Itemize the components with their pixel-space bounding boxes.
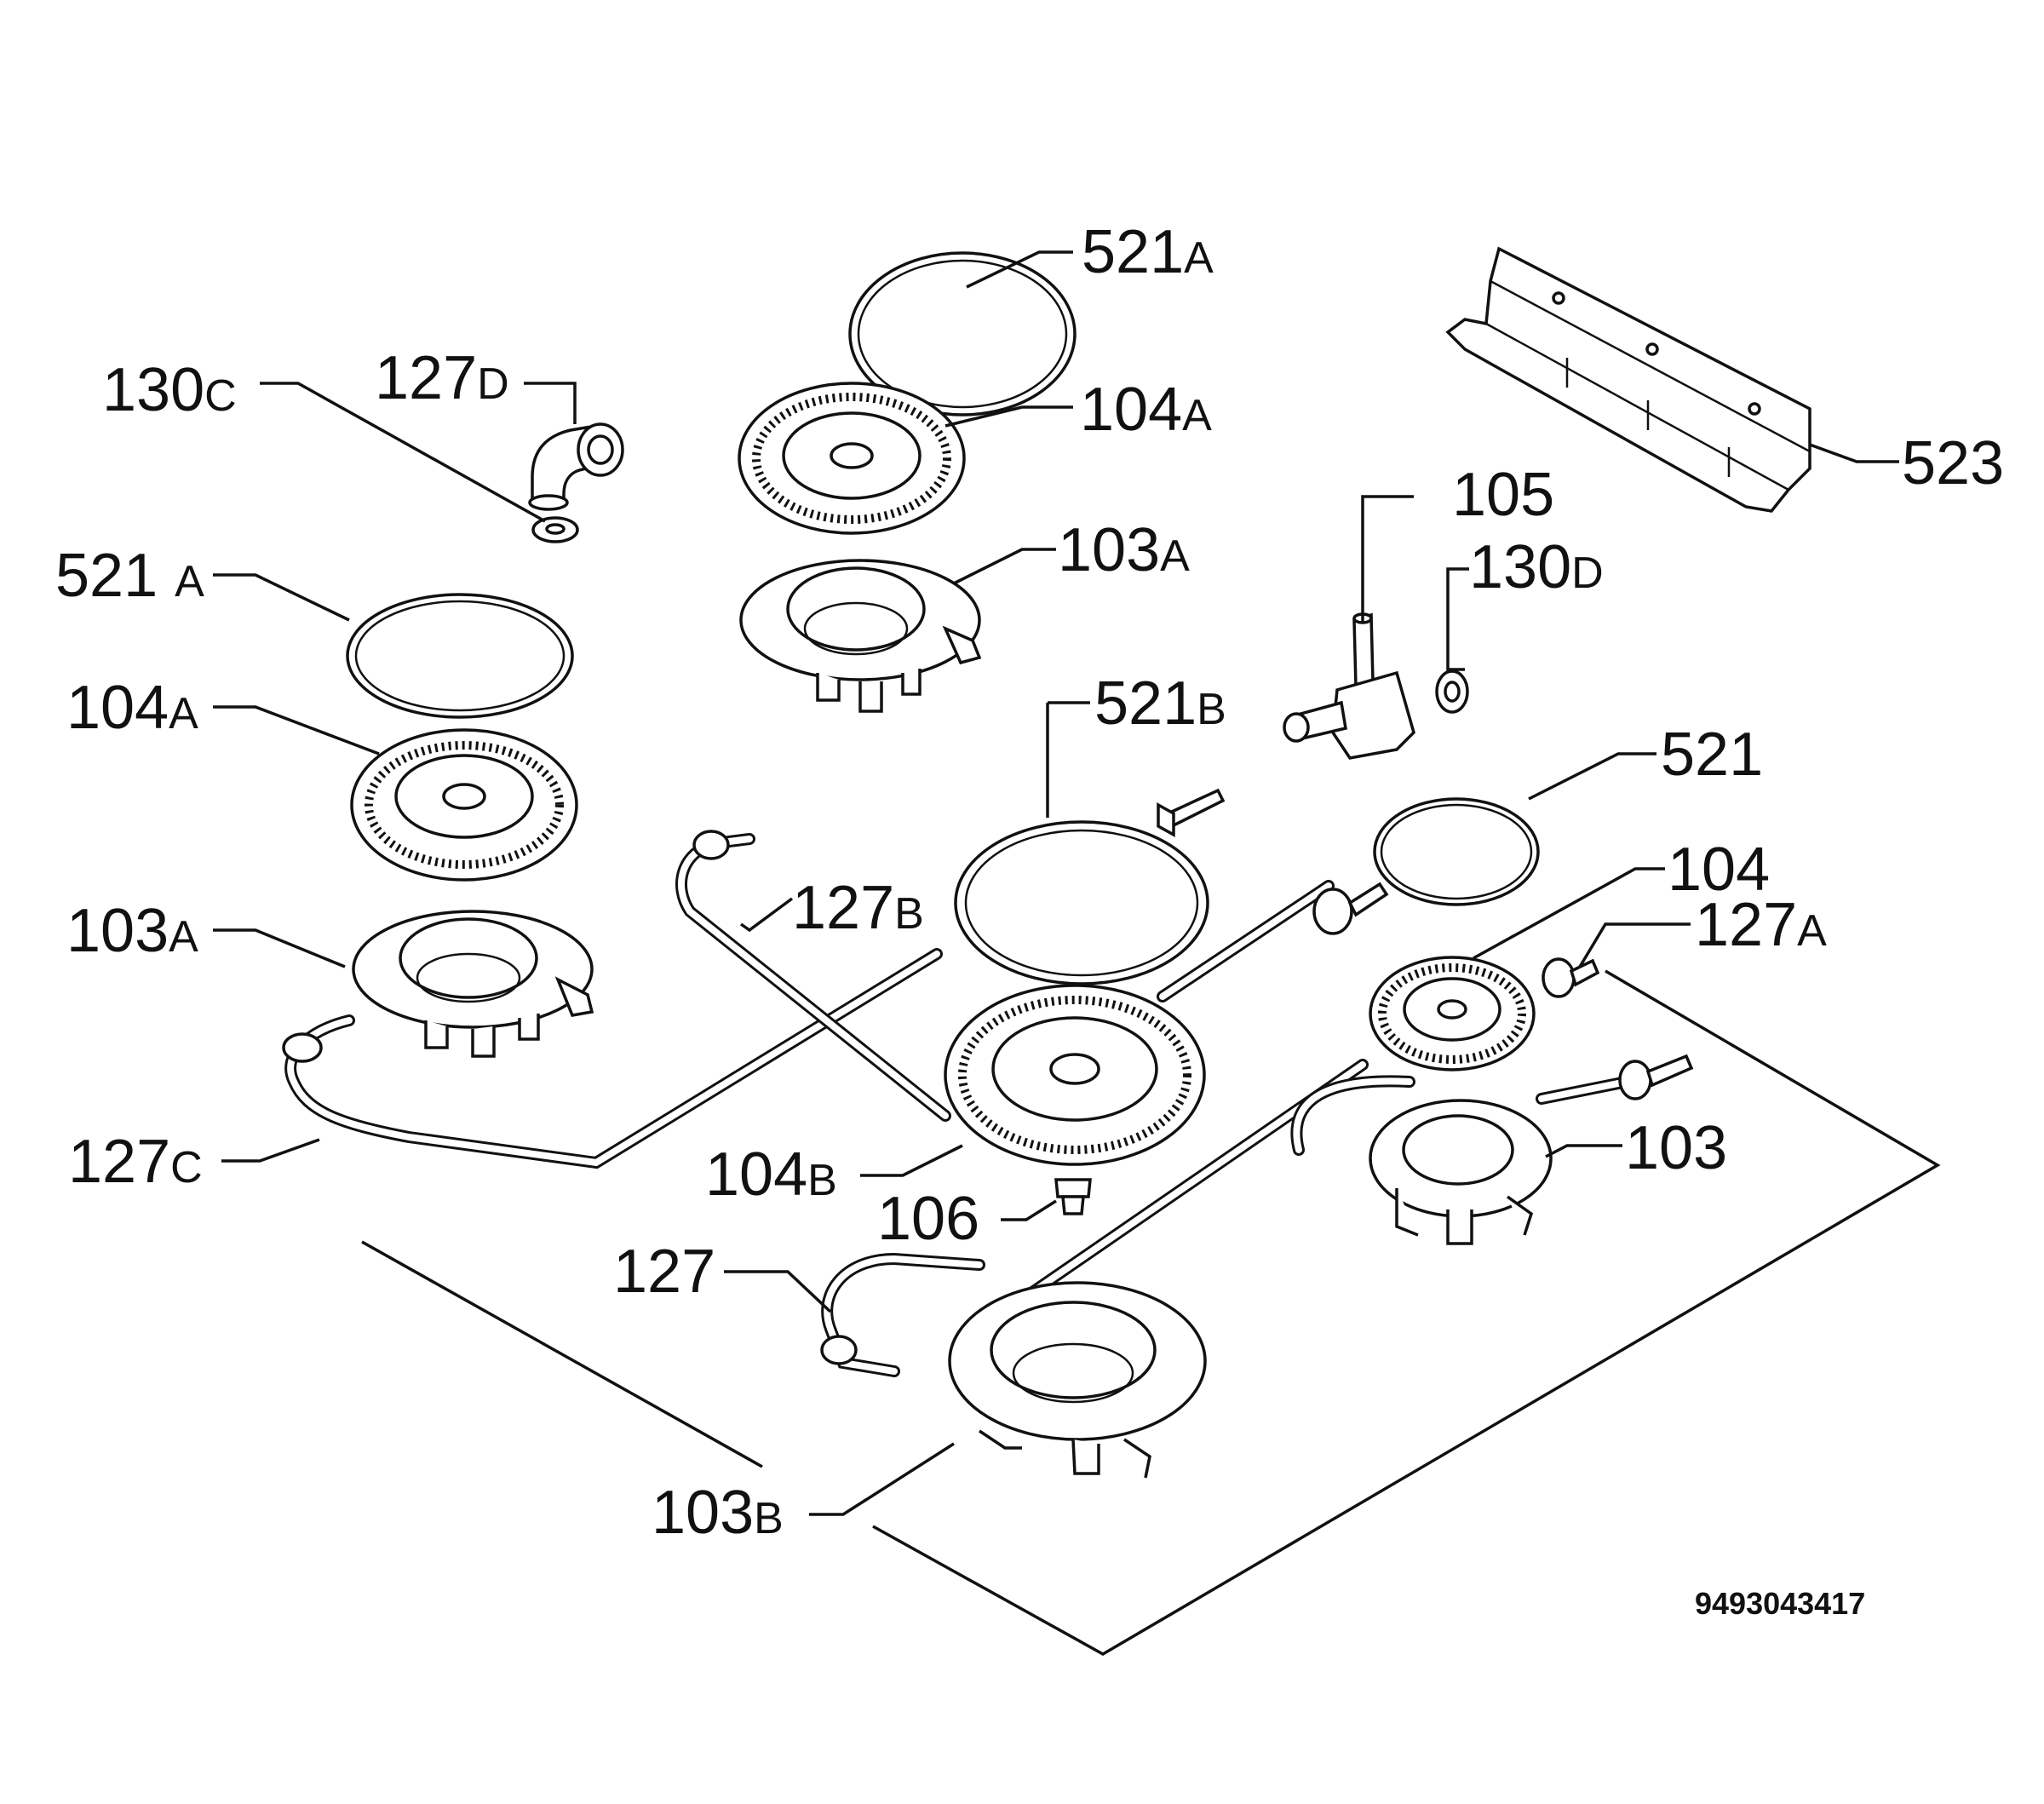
label-521a-left: 521 A xyxy=(55,542,204,610)
flame-spreader-104 xyxy=(1369,956,1536,1071)
washer-130d xyxy=(1435,669,1469,714)
label-106: 106 xyxy=(877,1185,979,1253)
screw-center xyxy=(1157,788,1226,837)
leader-lines xyxy=(213,250,1899,1516)
gas-pipe-127 xyxy=(820,1252,985,1377)
burner-base-103a-top xyxy=(739,559,982,713)
fitting-127a xyxy=(1542,957,1600,998)
burner-base-103 xyxy=(1369,1099,1553,1245)
burner-cap-521 xyxy=(1373,797,1540,906)
label-103: 103 xyxy=(1625,1114,1727,1182)
label-127: 127 xyxy=(613,1238,715,1306)
label-103a-top: 103A xyxy=(1058,516,1190,584)
gas-pipe-right-burner xyxy=(1290,1054,1694,1156)
label-521a-top: 521A xyxy=(1082,218,1214,286)
label-127a: 127A xyxy=(1695,891,1827,959)
gas-pipe-127c xyxy=(282,948,943,1169)
burner-cap-521a-top xyxy=(848,251,1077,417)
label-104a-top: 104A xyxy=(1080,376,1212,444)
label-105: 105 xyxy=(1452,461,1554,529)
label-130c: 130C xyxy=(102,356,237,424)
gas-pipe-127b xyxy=(675,830,951,1122)
elbow-fitting-127d xyxy=(528,422,624,511)
gas-valve-105 xyxy=(1283,612,1415,760)
label-523: 523 xyxy=(1902,429,2004,497)
hob-outline xyxy=(361,969,1941,1657)
flame-spreader-104a-top xyxy=(738,382,966,535)
part-labels: 521A 104A 103A 127D 130C 521 A 104A 103A… xyxy=(55,218,2004,1547)
flame-spreader-104a-left xyxy=(350,728,578,882)
label-103b: 103B xyxy=(652,1479,784,1547)
flame-spreader-104b xyxy=(944,984,1206,1166)
burner-base-103a-left xyxy=(352,910,594,1058)
label-130d: 130D xyxy=(1469,533,1604,601)
burner-cap-521b xyxy=(954,820,1209,985)
label-104b: 104B xyxy=(705,1140,837,1209)
label-104a-left: 104A xyxy=(66,674,198,742)
label-127b: 127B xyxy=(792,874,924,942)
burner-base-103b xyxy=(948,1281,1207,1479)
injector-106 xyxy=(1054,1178,1092,1215)
document-number: 9493043417 xyxy=(1695,1586,1865,1621)
label-521b: 521B xyxy=(1094,669,1226,738)
bracket-523 xyxy=(1445,246,1811,513)
label-521: 521 xyxy=(1661,721,1763,789)
label-103a-left: 103A xyxy=(66,897,198,965)
label-104: 104 xyxy=(1668,836,1770,904)
label-127c: 127C xyxy=(68,1128,203,1196)
label-127d: 127D xyxy=(375,344,509,412)
washer-130c xyxy=(531,516,579,543)
burner-cap-521a-left xyxy=(346,593,574,719)
